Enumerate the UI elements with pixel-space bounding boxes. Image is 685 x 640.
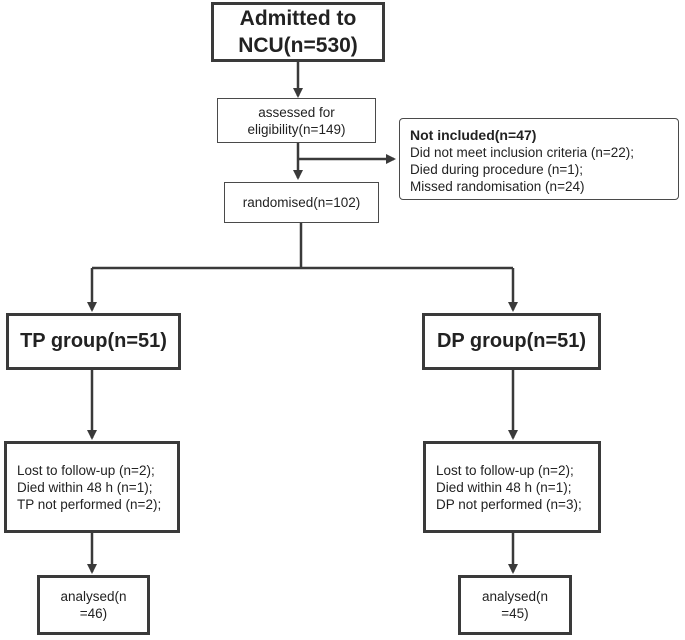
dp-exclusions-box: Lost to follow-up (n=2); Died within 48 …: [423, 441, 601, 533]
admitted-line1: Admitted to: [239, 7, 357, 30]
assessed-line1: assessed for: [258, 104, 335, 120]
not-included-item: Missed randomisation (n=24): [410, 179, 585, 194]
randomised-label: randomised(n=102): [242, 195, 361, 210]
dp-exclusion-item: Died within 48 h (n=1);: [436, 479, 572, 495]
admitted-line2: NCU(n=530): [238, 34, 358, 57]
tp-exclusion-item: TP not performed (n=2);: [17, 496, 162, 512]
dp-group-label: DP group(n=51): [436, 330, 587, 352]
dp-analysed-box: analysed(n =45): [458, 575, 572, 635]
tp-analysed-line2: =46): [79, 606, 108, 621]
dp-group-box: DP group(n=51): [422, 313, 601, 370]
not-included-box: Not included(n=47) Did not meet inclusio…: [399, 118, 679, 200]
admitted-box: Admitted to NCU(n=530): [211, 2, 385, 62]
dp-analysed-line1: analysed(n: [481, 589, 549, 604]
randomised-box: randomised(n=102): [224, 182, 379, 223]
assessed-line2: eligibility(n=149): [247, 121, 346, 137]
tp-analysed-line1: analysed(n: [60, 589, 127, 604]
not-included-title: Not included(n=47): [410, 127, 537, 143]
assessed-box: assessed for eligibility(n=149): [217, 98, 376, 143]
dp-analysed-line2: =45): [501, 606, 529, 621]
not-included-item: Did not meet inclusion criteria (n=22);: [410, 145, 634, 160]
dp-exclusion-item: Lost to follow-up (n=2);: [436, 462, 574, 478]
tp-group-box: TP group(n=51): [6, 313, 181, 370]
tp-exclusion-item: Died within 48 h (n=1);: [17, 479, 153, 495]
not-included-item: Died during procedure (n=1);: [410, 162, 583, 177]
tp-group-label: TP group(n=51): [20, 330, 167, 352]
tp-exclusions-box: Lost to follow-up (n=2); Died within 48 …: [4, 441, 180, 533]
tp-exclusion-item: Lost to follow-up (n=2);: [17, 462, 155, 478]
tp-analysed-box: analysed(n =46): [37, 575, 150, 635]
dp-exclusion-item: DP not performed (n=3);: [436, 496, 582, 512]
